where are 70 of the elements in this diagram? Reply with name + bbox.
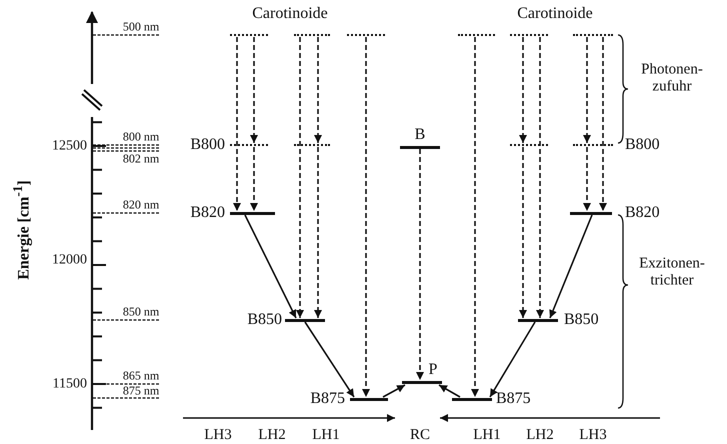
complex-label: LH3 bbox=[579, 426, 607, 444]
dashed-arrow bbox=[471, 37, 479, 397]
dashed-arrow bbox=[519, 37, 527, 143]
arrow bbox=[489, 322, 536, 398]
dashed-arrow bbox=[296, 37, 304, 318]
group-label: Carotinoide bbox=[252, 5, 328, 23]
dashed-arrow bbox=[314, 37, 322, 143]
arrow bbox=[244, 214, 297, 318]
wavelength-label: 820 nm bbox=[122, 198, 160, 212]
level-label: B bbox=[414, 126, 426, 144]
energy-level bbox=[285, 318, 325, 322]
wavelength-label: 800 nm bbox=[122, 130, 160, 144]
dotted-energy-level bbox=[573, 34, 613, 38]
energy-level bbox=[402, 380, 442, 384]
energy-level bbox=[400, 146, 440, 150]
dotted-energy-level bbox=[458, 34, 495, 38]
level-label: B820 bbox=[625, 204, 660, 222]
dashed-arrow bbox=[314, 147, 322, 318]
dotted-energy-level bbox=[294, 34, 330, 38]
level-label: B850 bbox=[564, 311, 599, 329]
level-label: B875 bbox=[310, 390, 345, 408]
tick-label: 11500 bbox=[52, 376, 87, 392]
energy-level bbox=[452, 398, 492, 402]
complex-label: LH3 bbox=[204, 426, 232, 444]
arrow bbox=[438, 384, 460, 398]
complex-label: LH2 bbox=[258, 426, 286, 444]
wavelength-label: 875 nm bbox=[122, 384, 160, 398]
dashed-arrow bbox=[599, 37, 607, 211]
group-label: Carotinoide bbox=[517, 5, 593, 23]
level-label: P bbox=[428, 361, 438, 379]
dotted-energy-level bbox=[573, 144, 613, 148]
complex-label: LH2 bbox=[526, 426, 554, 444]
level-label: B820 bbox=[190, 204, 225, 222]
tick-label: 12500 bbox=[52, 138, 87, 154]
dotted-energy-level bbox=[230, 144, 268, 148]
energy-level bbox=[518, 318, 558, 322]
energy-level bbox=[350, 398, 388, 402]
energy-level bbox=[570, 212, 612, 216]
wavelength-label: 850 nm bbox=[122, 305, 160, 319]
bracket-label: Exzitonen- trichter bbox=[638, 256, 706, 288]
dashed-arrow bbox=[583, 37, 591, 143]
wavelength-label: 802 nm bbox=[122, 152, 160, 166]
tick-label: 12000 bbox=[52, 252, 87, 268]
complex-label: LH1 bbox=[473, 426, 501, 444]
bracket-label: Photonen- zufuhr bbox=[640, 62, 704, 94]
dotted-energy-level bbox=[347, 34, 385, 38]
dotted-energy-level bbox=[230, 34, 268, 38]
level-label: B800 bbox=[190, 136, 225, 154]
dashed-arrow bbox=[416, 149, 424, 380]
dashed-arrow bbox=[536, 37, 544, 318]
dashed-arrow bbox=[250, 147, 258, 211]
dotted-energy-level bbox=[510, 144, 548, 148]
dashed-arrow bbox=[362, 37, 370, 397]
complex-label: LH1 bbox=[312, 426, 340, 444]
arrow bbox=[382, 384, 406, 398]
level-label: B875 bbox=[496, 390, 531, 408]
complex-label: RC bbox=[410, 426, 430, 444]
wavelength-label: 865 nm bbox=[122, 369, 160, 383]
dotted-energy-level bbox=[294, 144, 330, 148]
arrow bbox=[549, 214, 593, 318]
dashed-arrow bbox=[583, 147, 591, 211]
dashed-arrow bbox=[519, 147, 527, 318]
energy-level bbox=[230, 212, 275, 216]
level-label: B800 bbox=[625, 136, 660, 154]
dashed-arrow bbox=[250, 37, 258, 143]
level-label: B850 bbox=[247, 311, 282, 329]
wavelength-label: 500 nm bbox=[122, 20, 160, 34]
arrow bbox=[304, 322, 355, 398]
dotted-energy-level bbox=[510, 34, 548, 38]
dashed-arrow bbox=[233, 37, 241, 211]
